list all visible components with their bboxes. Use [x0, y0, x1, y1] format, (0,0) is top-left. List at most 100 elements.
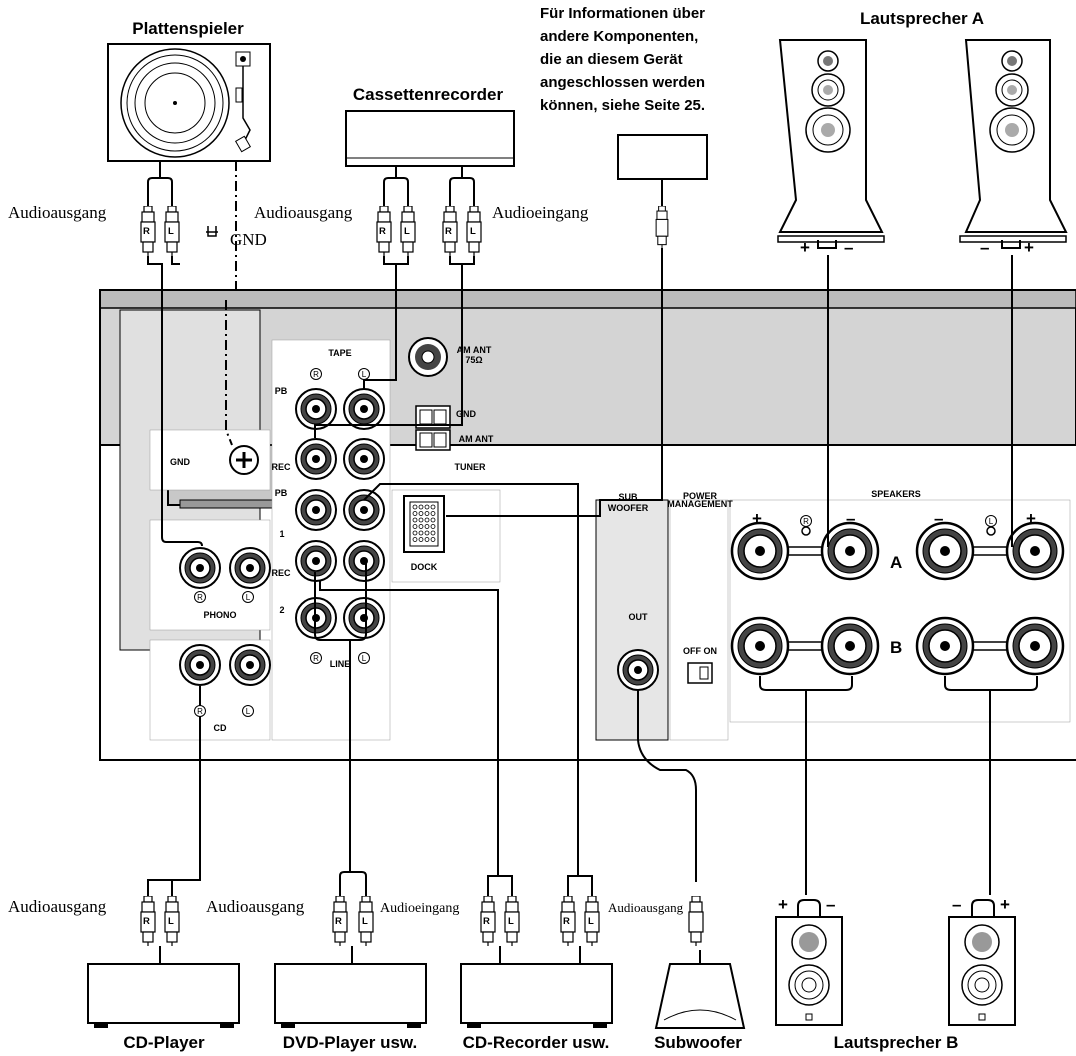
am-ant-label: AM ANT: [457, 345, 492, 355]
dock-pin: [418, 524, 424, 529]
channel-marker-ring: [242, 591, 254, 603]
audio-out-label: Audioausgang: [8, 203, 107, 222]
channel-marker-letter: R: [803, 517, 809, 526]
channel-marker-ring: [800, 515, 812, 527]
rec-label: REC: [271, 462, 291, 472]
channel-marker-ring: [985, 515, 997, 527]
am-ant2-label: AM ANT: [459, 434, 494, 444]
dock-connector[interactable]: [403, 495, 445, 553]
audio-out-label: Audioausgang: [206, 897, 305, 916]
cassette-recorder: [345, 110, 515, 167]
subwoofer-out-jack[interactable]: [617, 649, 659, 691]
dock-pin: [430, 524, 436, 529]
audio-in-label: Audioeingang: [380, 901, 459, 916]
plug-r-label: R: [445, 226, 452, 237]
dock-pin: [418, 537, 424, 542]
cd-recorder-label: CD-Recorder usw.: [463, 1033, 610, 1052]
plus-label: +: [752, 509, 762, 528]
dock-pin: [418, 530, 424, 536]
dock-pin: [412, 524, 418, 529]
phono-label: PHONO: [203, 610, 236, 620]
plug-l-label: L: [470, 226, 476, 237]
speaker-b-right: [775, 916, 843, 1026]
dock-pin: [412, 504, 418, 510]
channel-marker-letter: L: [246, 707, 251, 716]
speakers-a-label: Lautsprecher A: [860, 9, 984, 28]
dock-pin: [430, 504, 436, 510]
dvd-player-label: DVD-Player usw.: [283, 1033, 417, 1052]
channel-marker-letter: R: [197, 707, 203, 716]
speakers-label: SPEAKERS: [871, 489, 921, 499]
channel-marker-letter: R: [313, 654, 319, 663]
dock-pin: [418, 511, 424, 516]
am-ant-clips[interactable]: [415, 405, 451, 451]
channel-marker-letter: R: [197, 593, 203, 602]
fm-gnd-label: GND: [456, 409, 477, 419]
minus-label: –: [844, 238, 853, 257]
dock-pin: [424, 524, 430, 529]
cd-recorder: [460, 963, 613, 1028]
channel-marker-ring: [358, 368, 370, 380]
channel-marker-letter: L: [362, 370, 367, 379]
plug-l-label: L: [362, 916, 368, 927]
audio-out-label: Audioausgang: [8, 897, 107, 916]
speaker-terminals[interactable]: [730, 521, 1065, 676]
tuner-label: TUNER: [455, 462, 486, 472]
turntable: [107, 43, 271, 162]
other-component: [617, 134, 708, 180]
channel-marker-ring: [358, 652, 370, 664]
channel-marker-ring: [194, 591, 206, 603]
speakers-b-label: Lautsprecher B: [834, 1033, 959, 1052]
gnd-terminal[interactable]: [229, 445, 259, 475]
dock-pin: [412, 530, 418, 536]
plug-r-label: R: [335, 916, 342, 927]
dock-pin: [412, 511, 418, 516]
rca-plugs: [140, 206, 704, 946]
audio-in-label: Audioeingang: [492, 203, 589, 222]
cables: [147, 161, 1038, 964]
channel-marker-letter: R: [313, 370, 319, 379]
cable-labels: Audioausgang GND Audioausgang Audioeinga…: [8, 203, 684, 916]
plus-label: +: [778, 895, 788, 914]
panel-labels: TAPE PB REC PB REC 1 2 LINE GND PHONO CD…: [170, 238, 1036, 914]
speaker-b-left: [948, 916, 1016, 1026]
dock-pin: [418, 504, 424, 510]
minus-label: –: [826, 895, 835, 914]
plug-l-label: L: [404, 226, 410, 237]
row-a-label: A: [890, 553, 902, 572]
channel-marker-ring: [310, 368, 322, 380]
audio-out-label: Audioausgang: [254, 203, 353, 222]
power-management-switch[interactable]: [687, 662, 713, 684]
dock-pin: [430, 517, 436, 523]
dock-pin: [424, 511, 430, 516]
plus-label: +: [1024, 238, 1034, 257]
dock-pin: [430, 537, 436, 542]
cd-player: [87, 963, 240, 1028]
plug-l-label: L: [168, 916, 174, 927]
channel-marker-letter: L: [989, 517, 994, 526]
info-line-3: die an diesem Gerät: [540, 51, 683, 68]
power-label: POWER: [683, 491, 718, 501]
panel-gnd-label: GND: [170, 457, 191, 467]
plus-label: +: [1000, 895, 1010, 914]
off-on-label: OFF ON: [683, 646, 717, 656]
dock-pin: [412, 537, 418, 542]
plug-r-label: R: [143, 916, 150, 927]
cassette-recorder-label: Cassettenrecorder: [353, 85, 504, 104]
dock-pin: [424, 517, 430, 523]
row-b-label: B: [890, 638, 902, 657]
cd-player-label: CD-Player: [123, 1033, 205, 1052]
minus-label: –: [934, 509, 943, 528]
dock-pin: [424, 530, 430, 536]
speaker-a-left: [959, 39, 1068, 243]
woofer-label: WOOFER: [608, 503, 649, 513]
minus-label: –: [846, 509, 855, 528]
subwoofer: [654, 950, 746, 1029]
line-1-label: 1: [279, 529, 284, 539]
info-line-4: angeschlossen werden: [540, 74, 705, 91]
am-antenna-jack[interactable]: [408, 337, 448, 377]
pb-label: PB: [275, 488, 288, 498]
dock-pin: [424, 504, 430, 510]
sub-label: SUB: [618, 492, 638, 502]
